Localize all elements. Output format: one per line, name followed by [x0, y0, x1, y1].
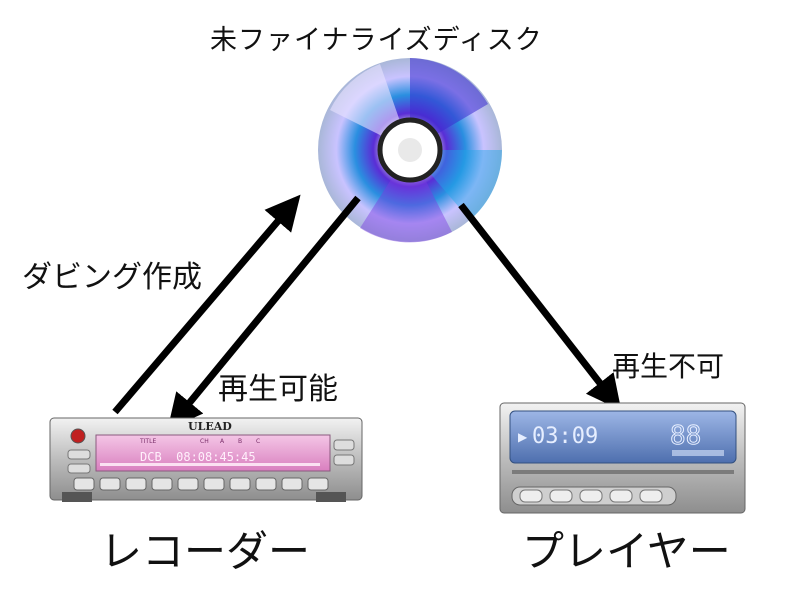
- disc-title: 未ファイナライズディスク: [210, 25, 543, 56]
- indicator-a: A: [220, 438, 225, 445]
- recorder-indicators: TITLE CH A B C: [139, 438, 260, 445]
- recorder-brand: ULEAD: [188, 420, 232, 433]
- player-digits: 88: [670, 421, 701, 451]
- player-time: 03:09: [532, 424, 598, 449]
- player-device: ▶ 03:09 88: [499, 402, 746, 514]
- arrow-dubbing: [112, 194, 301, 415]
- recorder-label: レコーダー: [100, 527, 311, 576]
- indicator-title: TITLE: [139, 438, 156, 445]
- player-buttons: [511, 486, 677, 506]
- recorder-display-text: DCB 08:08:45:45: [140, 450, 256, 464]
- indicator-c: C: [256, 438, 260, 445]
- player-play-icon: ▶: [518, 430, 528, 444]
- arrow-unplayable: [458, 202, 622, 411]
- recorder-device: ULEAD TITLE CH A B C DCB 08:08:45:45: [49, 417, 363, 502]
- disc: [318, 58, 503, 243]
- edge-label-playable: 再生可能: [218, 372, 338, 407]
- edge-label-unplayable: 再生不可: [612, 350, 725, 383]
- arrow-playable: [167, 195, 361, 430]
- recorder-buttons: [73, 477, 329, 491]
- indicator-ch: CH: [200, 438, 209, 445]
- indicator-b: B: [238, 438, 242, 445]
- edge-label-dubbing: ダビング作成: [22, 260, 202, 295]
- player-label: プレイヤー: [522, 527, 731, 576]
